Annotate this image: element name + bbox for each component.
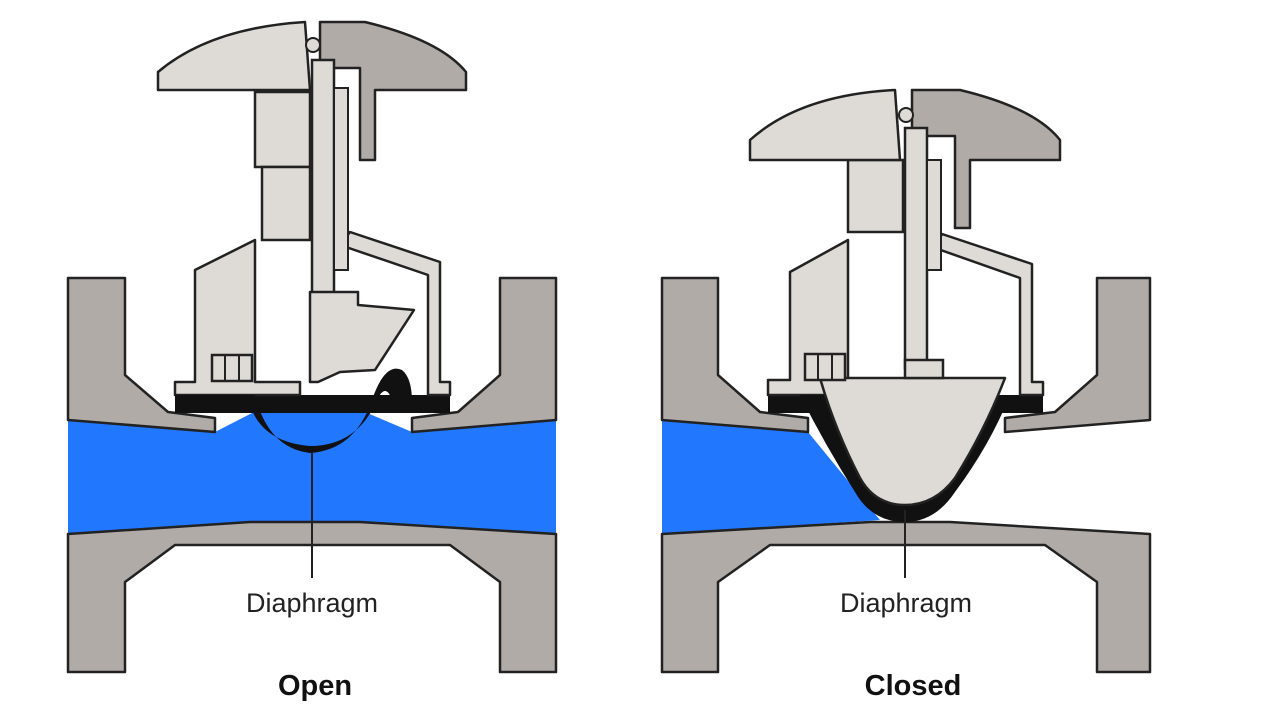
valve-state-title: Open [278,670,352,702]
valve-open-group: Diaphragm Open [66,20,558,702]
valve-state-title: Closed [865,670,962,702]
valve-closed-group: Diaphragm Closed [660,88,1152,702]
diaphragm-label: Diaphragm [840,588,972,618]
diaphragm-label: Diaphragm [246,588,378,618]
